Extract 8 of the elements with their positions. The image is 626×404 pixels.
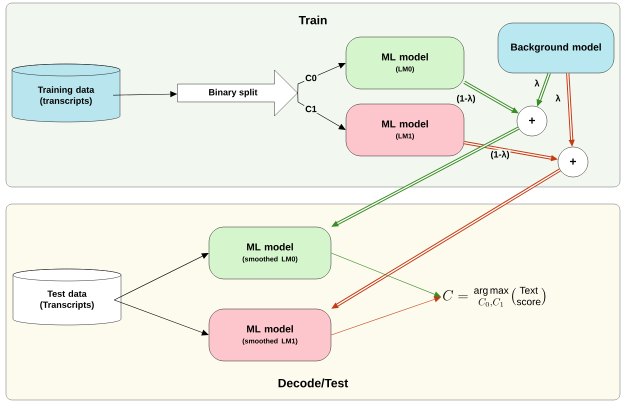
cylinder: Training data (transcripts) (12, 64, 120, 122)
cylinder: Test data (Transcripts) (12, 268, 122, 326)
model-box: Background model (498, 22, 614, 74)
edge-label: (1-λ) (456, 94, 476, 104)
edge-label: (1-λ) (490, 150, 510, 160)
edge-label: λ (554, 94, 562, 102)
formula: $C = \genfrac{}{}{0pt}{}{\arg\max}{C_0, C_1}\binom{\text{Text}}{\text{score}}$ (443, 286, 546, 308)
edge-label: λ (534, 78, 541, 88)
